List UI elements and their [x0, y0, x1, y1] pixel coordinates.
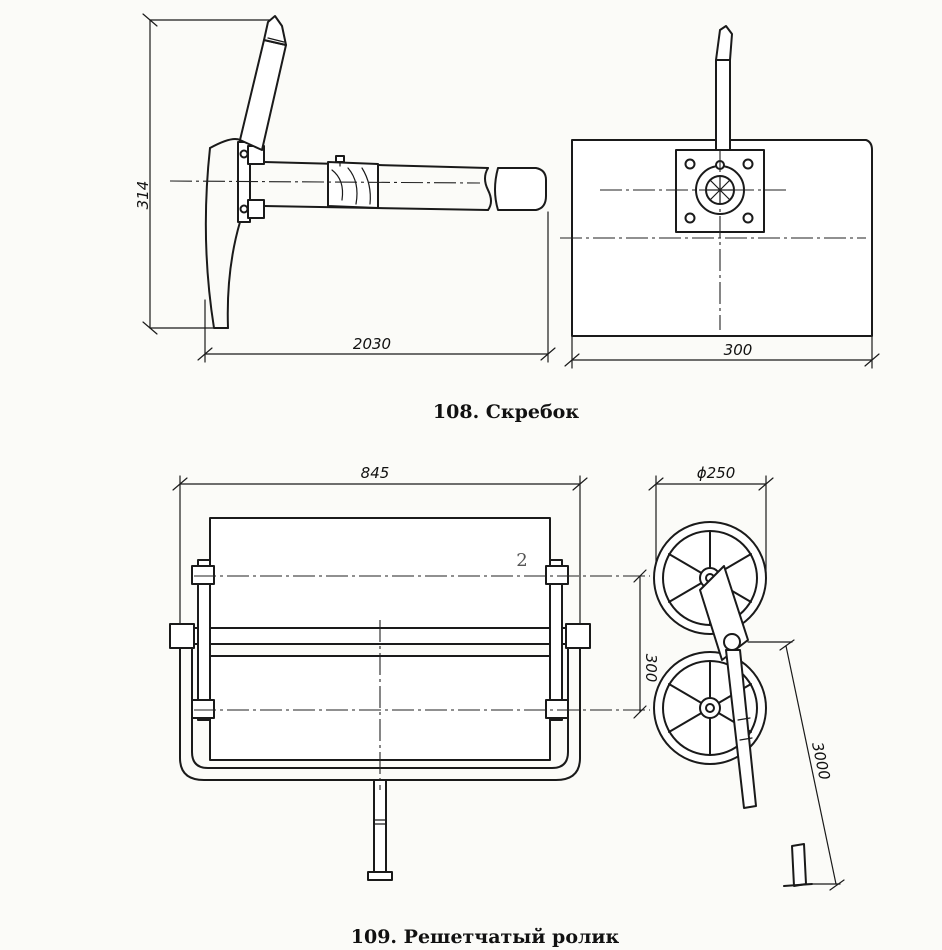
dim-text-handle: 3000	[808, 740, 834, 781]
bearing-block	[191, 565, 215, 585]
shaft-break	[484, 167, 492, 211]
figure-108-caption: 108. Скребок	[433, 401, 579, 423]
dim-tick	[633, 705, 647, 719]
handle-front	[715, 59, 731, 161]
bolt	[239, 149, 249, 159]
wheel-lower-axle	[705, 703, 715, 713]
tilted-handle	[239, 39, 287, 151]
axle-nut-right	[565, 623, 591, 649]
tow-bar	[373, 779, 387, 873]
clamp-screw-head	[335, 155, 345, 163]
side-bar-left	[197, 559, 211, 721]
bearing-block	[191, 699, 215, 719]
flange-bolt	[684, 158, 696, 170]
figure-109-side-view: ϕ250 300 3000	[633, 464, 845, 891]
tow-bar-end	[367, 871, 393, 881]
handle-clamp	[737, 717, 751, 721]
dim-text-height: 314	[134, 181, 152, 210]
side-bar-right	[549, 559, 563, 721]
blade-plate	[571, 139, 873, 337]
axle-nut-left	[169, 623, 195, 649]
handle-collar	[267, 37, 285, 43]
handle-grip	[791, 843, 807, 887]
handle-arm	[725, 649, 757, 809]
figure-109-caption: 109. Решетчатый ролик	[351, 926, 620, 948]
end-cap	[494, 167, 547, 211]
dim-tick	[829, 879, 845, 891]
scraper-blade	[209, 138, 241, 329]
scraper-blade-edge	[204, 147, 229, 329]
figure-108-front-view: 300	[560, 25, 880, 369]
handle-tip-front	[715, 25, 733, 61]
dim-tick	[779, 639, 795, 651]
figure-109-top-view: 845 2	[169, 464, 650, 881]
dim-text-spacing: 300	[642, 654, 660, 683]
lower-lug	[247, 199, 265, 219]
flange-bolt	[742, 158, 754, 170]
dim-text-diameter: ϕ250	[697, 464, 736, 482]
bearing-block	[545, 699, 569, 719]
dim-text-length: 2030	[353, 335, 391, 353]
link-pin	[723, 633, 741, 651]
handle-tip	[263, 15, 287, 46]
figure-108-side-view: 314 2030	[134, 13, 556, 363]
bearing-block	[545, 565, 569, 585]
dim-line-handle	[785, 645, 837, 885]
handle-grip-base	[783, 883, 813, 887]
flange-bolt	[742, 212, 754, 224]
roller-drum-upper	[209, 517, 551, 629]
part-number-label: 2	[516, 550, 527, 571]
flange-bolt	[684, 212, 696, 224]
dim-tick	[633, 569, 647, 583]
dim-text-width: 845	[361, 464, 390, 482]
dim-text-width: 300	[724, 341, 753, 359]
center-axis	[169, 180, 481, 184]
handle-clamp	[739, 737, 753, 741]
bolt	[239, 204, 249, 214]
